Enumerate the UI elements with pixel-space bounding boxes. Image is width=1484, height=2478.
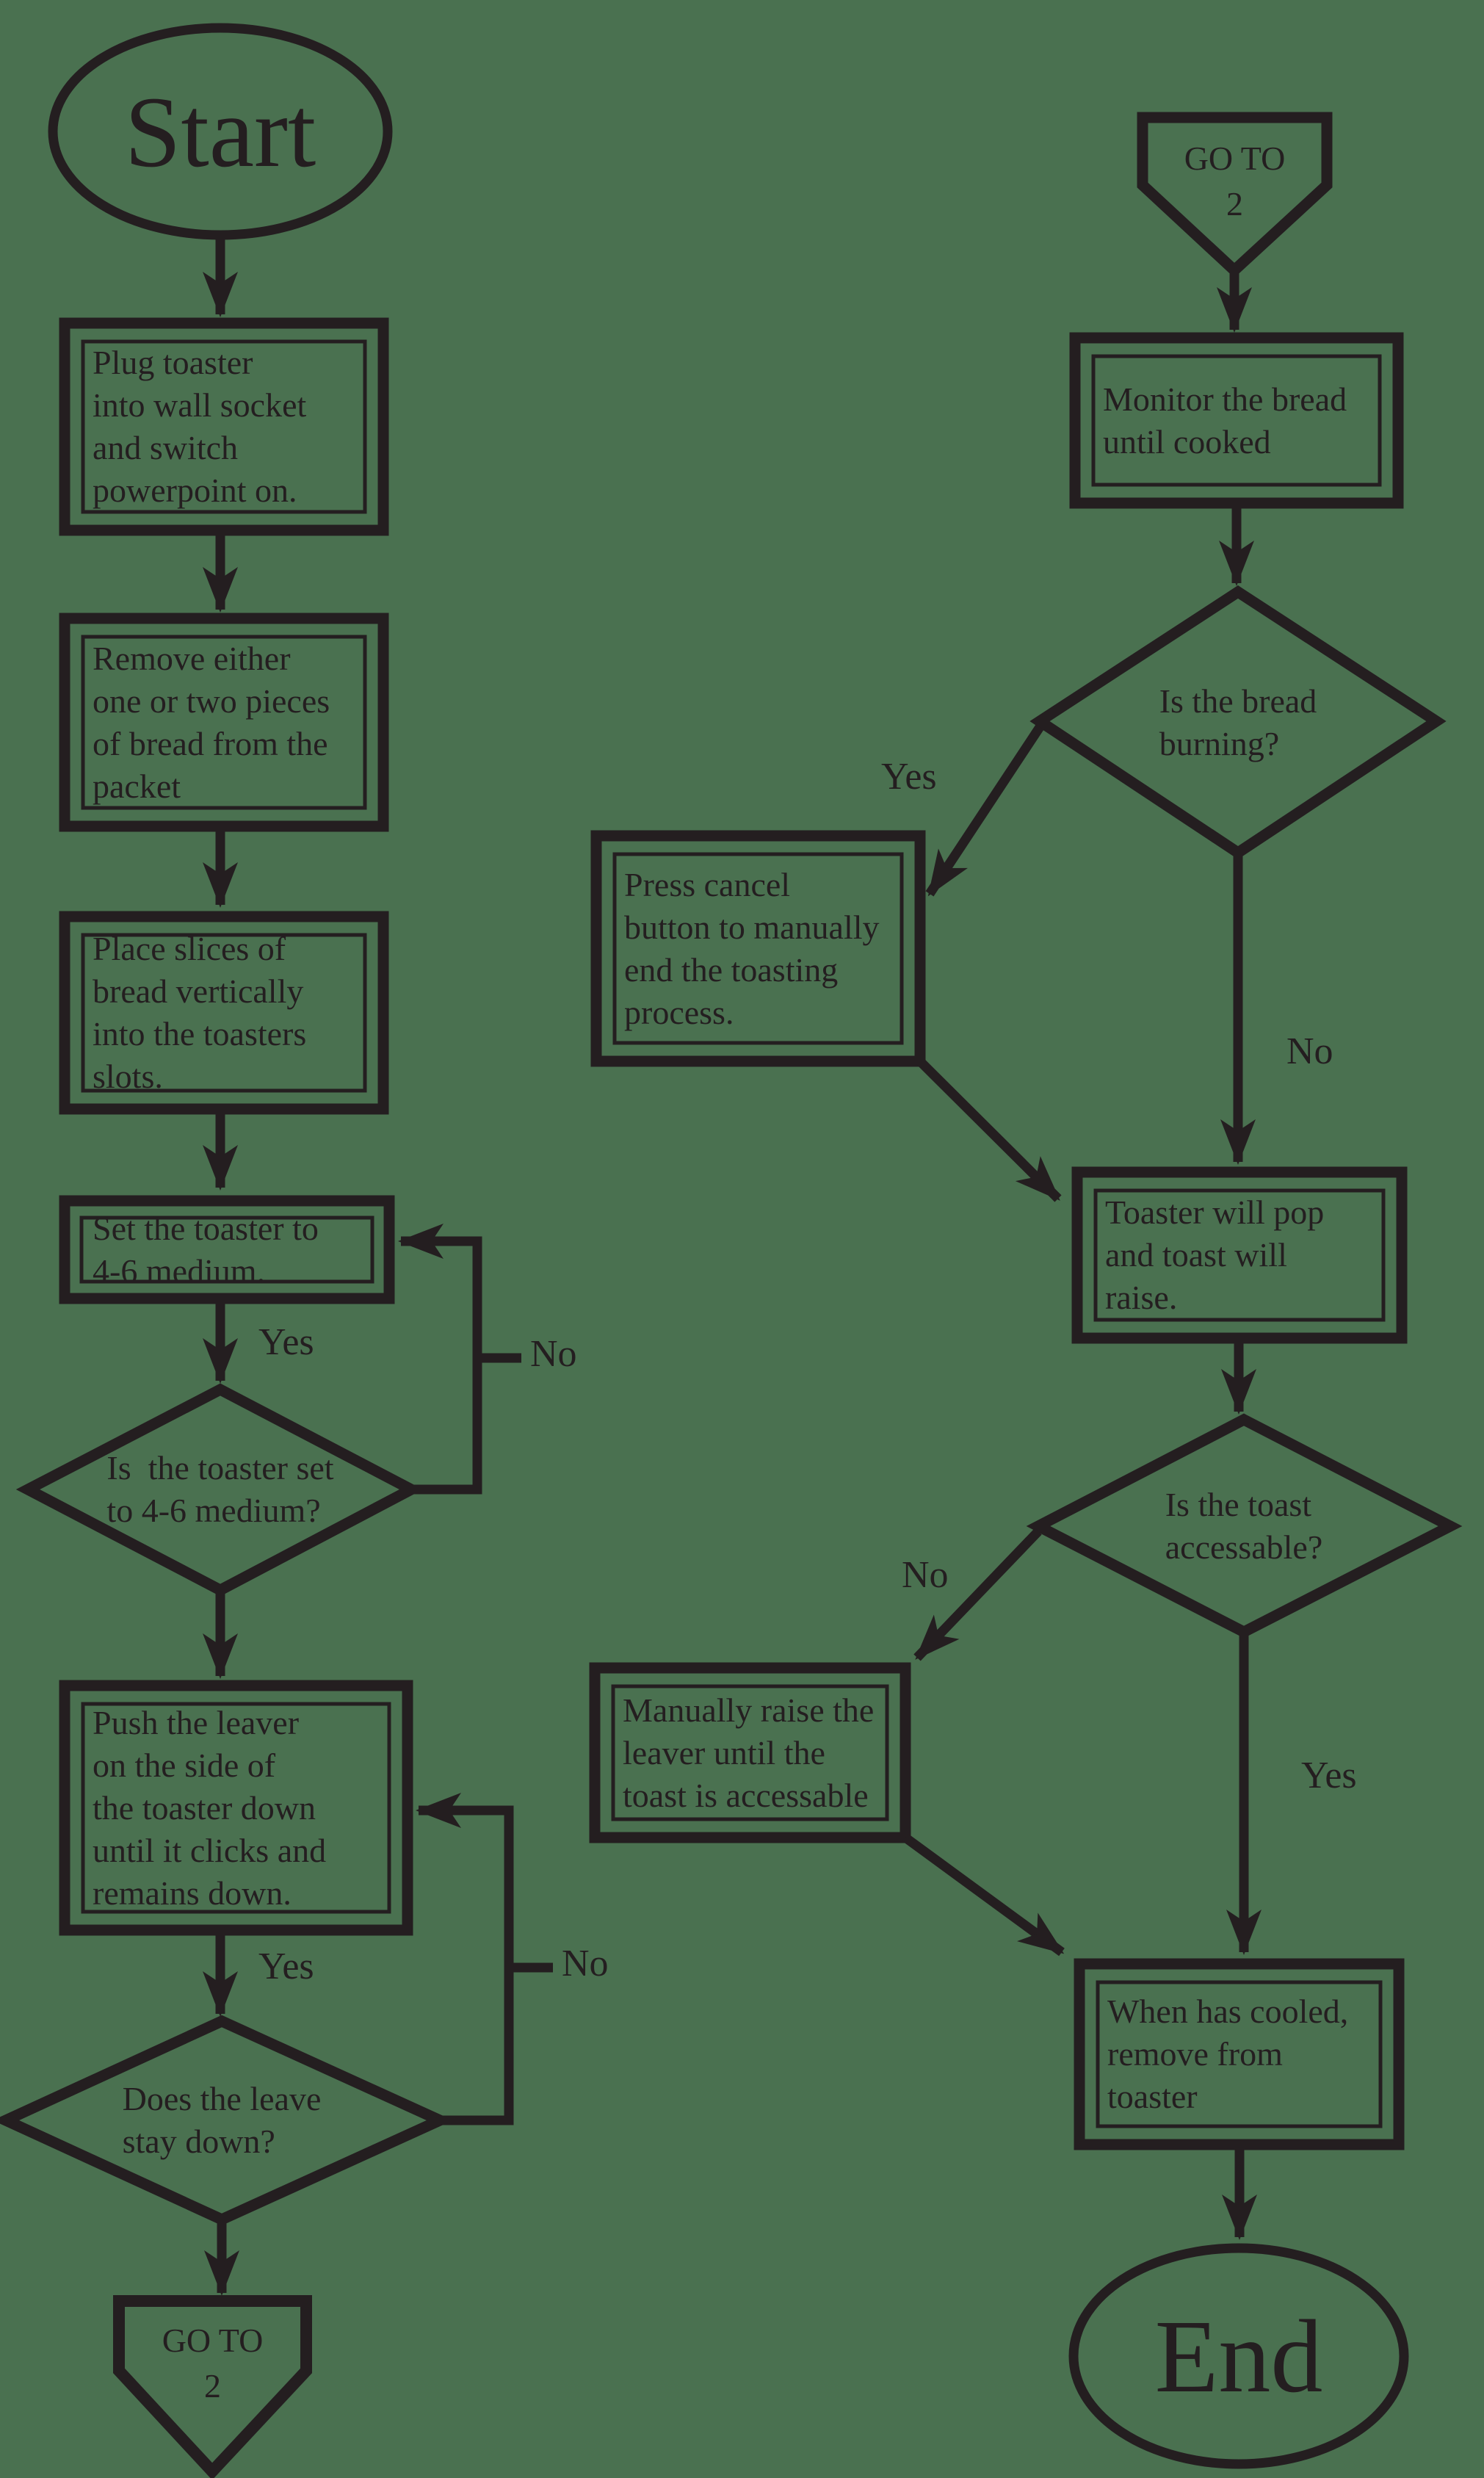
set-toaster-label: Set the toaster to 4-6 medium. <box>93 1209 319 1290</box>
place-bread-label: Place slices of bread vertically into th… <box>93 930 307 1095</box>
remove-bread-label: Remove either one or two pieces of bread… <box>93 639 330 805</box>
label-no-access: No <box>902 1554 949 1596</box>
edge-access-no-diagonal <box>913 1528 1042 1661</box>
label-yes-access: Yes <box>1301 1755 1357 1796</box>
label-no-toaster-set: No <box>530 1333 577 1375</box>
label-yes-burning: Yes <box>881 756 937 798</box>
label-no-lever: No <box>562 1943 609 1984</box>
plug-toaster-label: Plug toaster into wall socket and switch… <box>93 344 307 509</box>
start-label: Start <box>124 75 316 188</box>
edge-burning-yes-diagonal <box>925 724 1044 897</box>
edge-raise-to-cooled-diagonal <box>902 1833 1065 1957</box>
press-cancel-box <box>590 830 926 1067</box>
label-yes-lever: Yes <box>258 1946 314 1987</box>
label-no-burning: No <box>1286 1030 1333 1072</box>
toast-accessible-decision-label: Is the toast accessable? <box>1165 1486 1323 1566</box>
remove-toast-label: When has cooled, remove from toaster <box>1107 1993 1349 2115</box>
toaster-set-decision-label: Is the toaster set to 4-6 medium? <box>106 1449 334 1529</box>
edge-set-decision-no-loop <box>398 1224 482 1495</box>
goto2-left-label: GO TO 2 <box>162 2322 264 2405</box>
label-yes-toaster-set: Yes <box>258 1321 314 1363</box>
goto2-right-label: GO TO 2 <box>1184 140 1286 223</box>
raise-lever-label: Manually raise the leaver until the toas… <box>623 1691 875 1814</box>
goto2-right-connector <box>1137 112 1333 278</box>
toaster-pop-label: Toaster will pop and toast will raise. <box>1105 1193 1325 1316</box>
monitor-bread-label: Monitor the bread until cooked <box>1103 380 1347 460</box>
set-toaster-box <box>59 1195 395 1304</box>
goto2-left-connector <box>113 2295 312 2478</box>
press-cancel-label: Press cancel button to manually end the … <box>624 865 880 1031</box>
push-lever-box <box>59 1680 413 1936</box>
end-terminator <box>1068 2243 1409 2469</box>
bread-burning-decision-label: Is the bread burning? <box>1159 682 1317 762</box>
lever-stay-decision-label: Does the leave stay down? <box>122 2080 322 2160</box>
end-label: End <box>1154 2298 1323 2414</box>
push-lever-label: Push the leaver on the side of the toast… <box>93 1703 327 1912</box>
raise-lever-box <box>589 1662 911 1843</box>
edge-cancel-to-pop-diagonal <box>916 1058 1062 1202</box>
edge-lever-decision-no-loop <box>416 1793 514 2125</box>
